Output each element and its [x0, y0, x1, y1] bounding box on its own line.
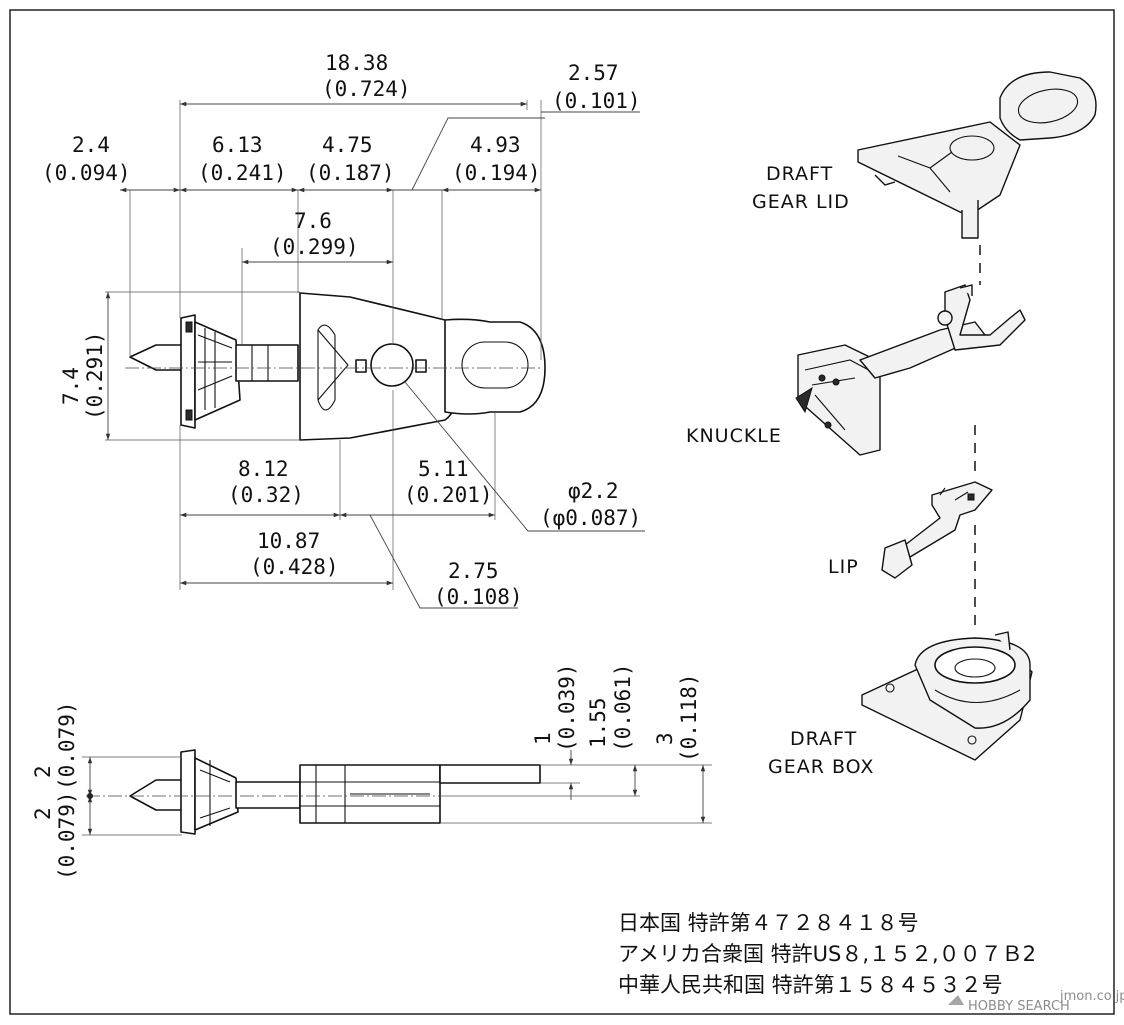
- dim-7-4-mm: 7.4: [59, 367, 83, 405]
- pivot-circle: [370, 343, 414, 387]
- dim-5-11-inch: (0.201): [404, 483, 493, 507]
- dim-1-inch: (0.039): [555, 663, 579, 752]
- patent-japan: 日本国 特許第４７２８４１８号: [618, 911, 919, 935]
- side-head-detail: [199, 760, 231, 826]
- dim-2-upper-inch: (0.079): [55, 701, 79, 790]
- dim-10-87-mm: 10.87: [257, 529, 320, 553]
- dim-4-93-mm: 4.93: [470, 133, 521, 157]
- dim-7-6-mm: 7.6: [294, 209, 332, 233]
- coupler-shank: [235, 344, 299, 382]
- extension-lines-top: [105, 100, 542, 590]
- side-coupler-tip: [129, 779, 184, 811]
- label-draft-gear-box-2: GEAR BOX: [768, 756, 874, 778]
- watermark-logo: HOBBY SEARCH: [968, 999, 1070, 1014]
- label-draft-gear-box-1: DRAFT: [790, 728, 857, 750]
- dim-2-75-mm: 2.75: [448, 559, 499, 583]
- dim-7-4-inch: (0.291): [83, 331, 107, 420]
- dim-1-55-mm: 1.55: [586, 697, 610, 748]
- patent-usa: アメリカ合衆国 特許US８,１５２,００７Ｂ2: [618, 942, 1036, 966]
- coupler-head-detail: [197, 328, 233, 410]
- side-box-detail: [300, 765, 440, 823]
- draft-gear-box-drawing: [861, 631, 1033, 761]
- mounting-eye: [444, 318, 546, 415]
- coupler-tip: [129, 344, 184, 371]
- side-head-body: [194, 757, 239, 831]
- label-draft-gear-lid-2: GEAR LID: [752, 191, 850, 213]
- watermark-logo-icon: [948, 995, 964, 1005]
- top-view: [125, 292, 546, 441]
- dim-2-57-mm: 2.57: [568, 61, 619, 85]
- label-lip: LIP: [828, 556, 859, 578]
- dim-18-38-inch: (0.724): [322, 77, 411, 101]
- dimension-texts-top: 18.38 (0.724) 2.57 (0.101) 2.4 (0.094) 6…: [42, 51, 641, 609]
- dim-18-38-mm: 18.38: [325, 51, 388, 75]
- coupler-head-plate: [180, 314, 196, 429]
- dim-2-4-mm: 2.4: [72, 133, 110, 157]
- exploded-parts: DRAFT GEAR LID KNUCKLE LIP: [686, 71, 1097, 778]
- dim-phi-2-2-mm: φ2.2: [568, 479, 619, 503]
- dim-3-inch: (0.118): [677, 673, 701, 762]
- dimension-texts-side: 1 (0.039) 1.55 (0.061) 3 (0.118) 2 (0.07…: [31, 663, 701, 880]
- dim-2-57-inch: (0.101): [552, 89, 641, 113]
- dim-2-lower-inch: (0.079): [55, 791, 79, 880]
- y-slot-inner: [317, 329, 349, 401]
- dim-3-mm: 3: [653, 732, 677, 745]
- watermark: HOBBY SEARCH jmon.co.jp: [948, 989, 1124, 1014]
- pivot-tab: [355, 359, 367, 373]
- dim-2-lower-mm: 2: [31, 807, 55, 820]
- side-view: [86, 749, 541, 835]
- side-shank: [235, 781, 301, 809]
- pivot-tab: [415, 359, 427, 373]
- dim-8-12-inch: (0.32): [228, 483, 304, 507]
- dim-2-75-inch: (0.108): [434, 585, 523, 609]
- dim-10-87-inch: (0.428): [250, 555, 339, 579]
- label-knuckle: KNUCKLE: [686, 425, 782, 447]
- mounting-hole: [461, 341, 529, 389]
- dim-4-93-inch: (0.194): [452, 161, 541, 185]
- dim-2-4-inch: (0.094): [42, 161, 131, 185]
- head-mark: [185, 409, 193, 421]
- side-mount-tab: [439, 764, 541, 784]
- dim-5-11-mm: 5.11: [418, 457, 469, 481]
- dimension-lines-side: [82, 750, 712, 836]
- dim-7-6-inch: (0.299): [270, 235, 359, 259]
- sheet-frame: [9, 9, 1115, 1015]
- side-head-plate: [180, 749, 196, 835]
- draft-gear-lid-drawing: [857, 71, 1097, 239]
- watermark-url: jmon.co.jp: [1059, 989, 1124, 1004]
- dim-phi-2-2-inch: (φ0.087): [540, 506, 641, 530]
- dim-6-13-inch: (0.241): [198, 161, 287, 185]
- dim-1-mm: 1: [531, 732, 555, 745]
- knuckle-drawing: [795, 284, 1026, 456]
- dim-6-13-mm: 6.13: [212, 133, 263, 157]
- dim-4-75-inch: (0.187): [306, 161, 395, 185]
- patent-notes: 日本国 特許第４７２８４１８号 アメリカ合衆国 特許US８,１５２,００７Ｂ2 …: [618, 911, 1036, 997]
- dim-8-12-mm: 8.12: [238, 457, 289, 481]
- lip-drawing: [881, 481, 993, 579]
- label-draft-gear-lid-1: DRAFT: [766, 163, 833, 185]
- head-mark: [185, 321, 193, 333]
- dim-1-55-inch: (0.061): [611, 663, 635, 752]
- shank-detail: [251, 345, 269, 381]
- dim-2-upper-mm: 2: [31, 765, 55, 778]
- y-slot: [317, 324, 336, 411]
- dimension-lines-top: [105, 101, 645, 609]
- dim-4-75-mm: 4.75: [322, 133, 373, 157]
- patent-china: 中華人民共和国 特許第１５８４５３２号: [618, 973, 1003, 997]
